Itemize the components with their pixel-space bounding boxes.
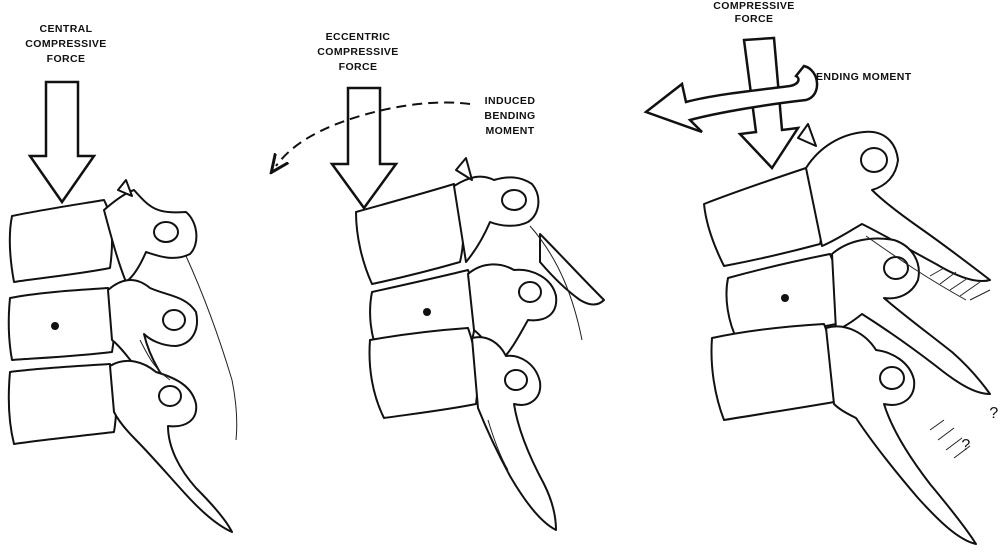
bending-moment-arrow <box>646 66 817 132</box>
panel-central <box>9 82 237 532</box>
eccentric-force-arrow <box>332 88 396 208</box>
central-force-arrow <box>30 82 94 202</box>
panel-bending <box>646 38 990 544</box>
panel-eccentric <box>276 88 604 530</box>
vertebra-c3 <box>9 361 232 532</box>
vertebra-c1 <box>10 180 197 282</box>
vertebra-e3 <box>370 328 556 530</box>
